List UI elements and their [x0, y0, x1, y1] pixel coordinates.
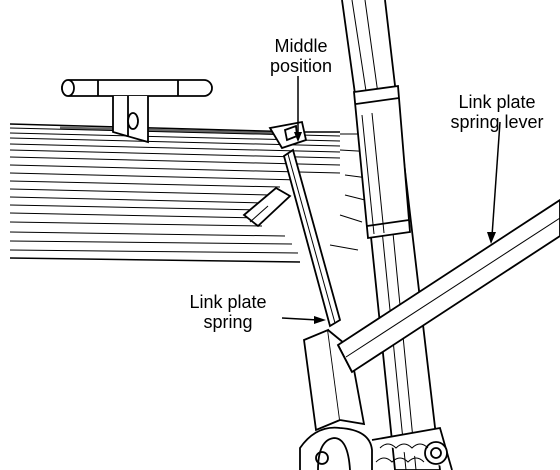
leader-lines: [281, 76, 501, 324]
label-link-plate-spring: Link plate spring: [168, 292, 288, 332]
link-plate-spring-lever: [336, 198, 560, 374]
vertical-shaft: [341, 0, 441, 470]
top-bracket: [61, 79, 213, 144]
label-middle-position: Middle position: [256, 36, 346, 76]
middle-position-arrowhead: [294, 132, 302, 142]
label-middle-position-line1: Middle: [274, 36, 328, 56]
link-plate-spring: [242, 120, 366, 432]
spring-arrowhead: [314, 316, 326, 324]
label-lever-line1: Link plate: [458, 92, 536, 112]
label-spring-line2: spring: [203, 312, 253, 332]
label-middle-position-line2: position: [269, 56, 333, 76]
lever-leader: [491, 121, 501, 237]
label-link-plate-spring-lever: Link plate spring lever: [432, 92, 560, 132]
lever-arrowhead: [487, 232, 496, 244]
label-spring-line1: Link plate: [189, 292, 267, 312]
spring-leader: [281, 317, 319, 321]
bottom-assembly: [299, 426, 453, 470]
label-lever-line2: spring lever: [450, 112, 544, 132]
leaf-spring-stack: [9, 123, 385, 263]
